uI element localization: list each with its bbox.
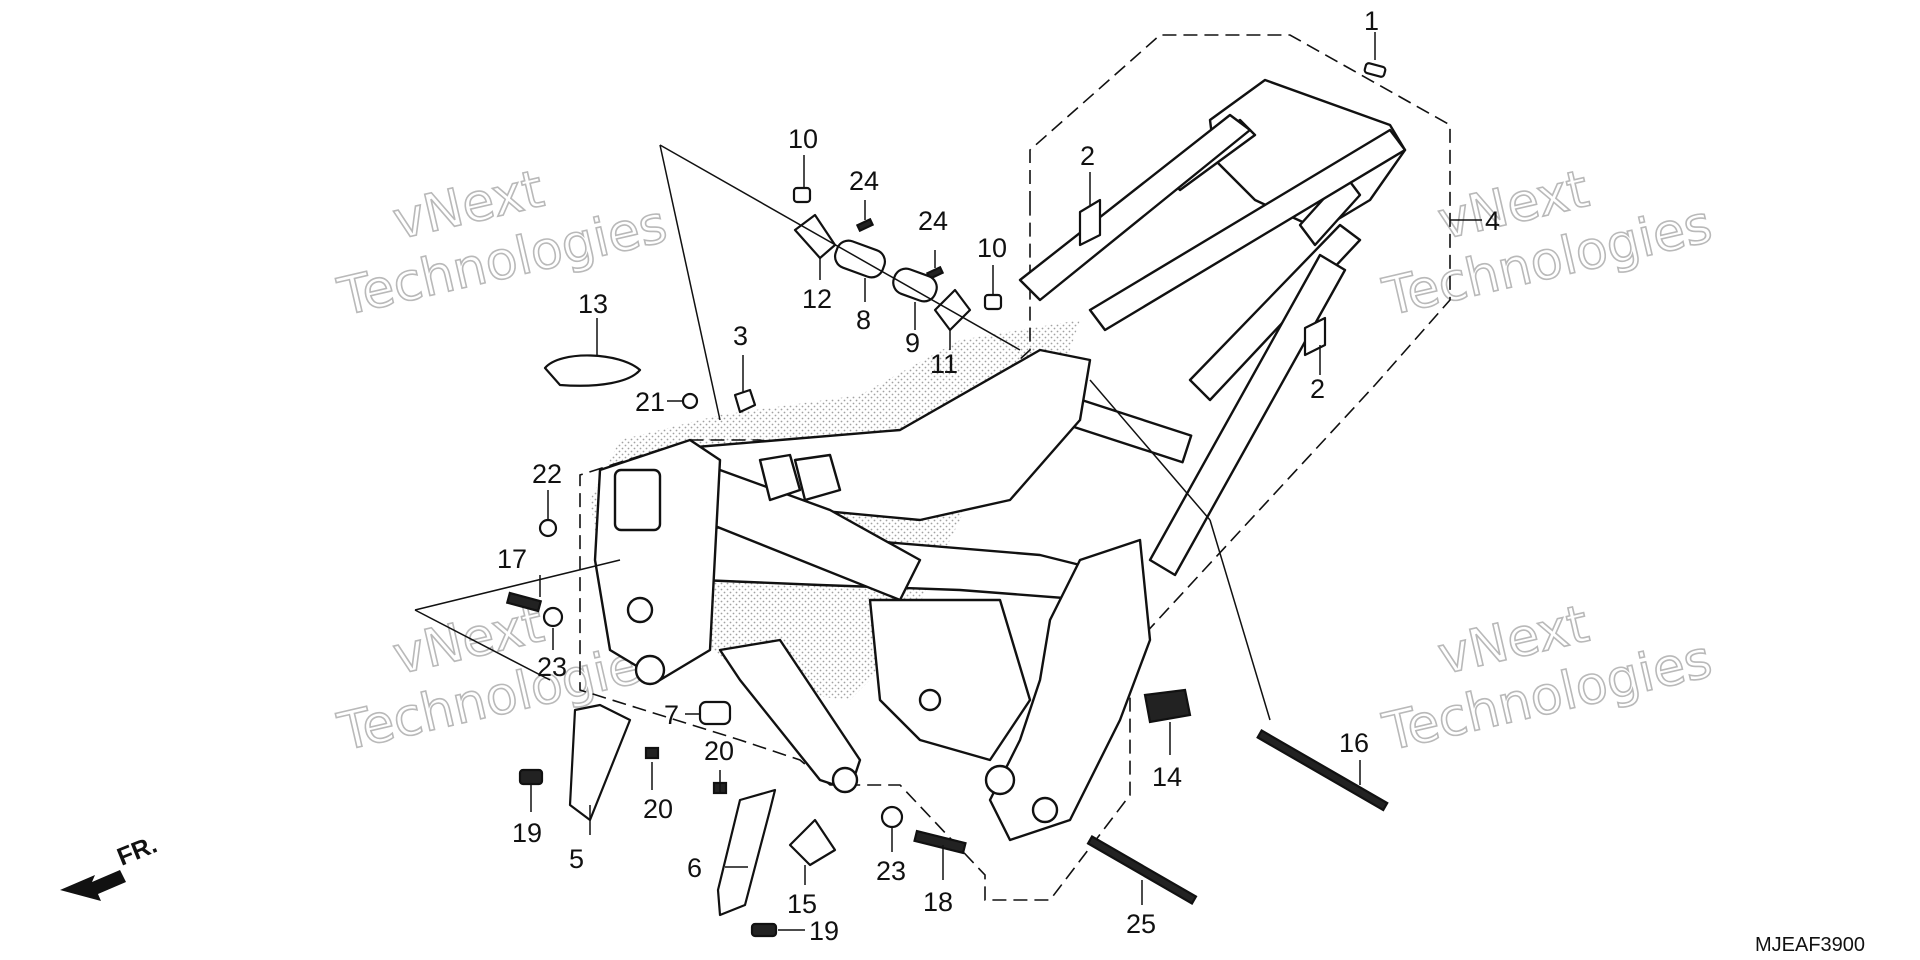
callout-17: 17 — [497, 544, 527, 574]
callout-23: 23 — [537, 652, 567, 682]
diagram-code: MJEAF3900 — [1755, 934, 1865, 956]
part-10-collar — [792, 186, 812, 204]
part-7-collar — [698, 700, 732, 726]
callout-11: 11 — [930, 349, 958, 379]
callout-5: 5 — [569, 844, 584, 874]
part-16-long-bolt — [1256, 729, 1389, 812]
part-12-bracket — [793, 213, 837, 260]
callout-4: 4 — [1485, 206, 1500, 236]
part-25-bolt — [1086, 835, 1198, 905]
part-11-bracket — [933, 288, 972, 332]
part-18-bolt — [913, 829, 967, 855]
callout-24: 24 — [849, 166, 879, 196]
callout-2: 2 — [1080, 141, 1095, 171]
callout-20: 20 — [643, 794, 673, 824]
main-frame — [593, 78, 1407, 842]
callout-23: 23 — [876, 856, 906, 886]
part-2-pad — [1078, 198, 1102, 247]
callout-10: 10 — [977, 233, 1007, 263]
callout-1: 1 — [1364, 6, 1379, 36]
part-13-cover — [543, 354, 642, 387]
callout-7: 7 — [664, 700, 679, 730]
part-5-bracket — [568, 703, 632, 822]
callout-9: 9 — [905, 328, 920, 358]
callout-2: 2 — [1310, 374, 1325, 404]
front-direction: FR. — [60, 830, 161, 901]
part-19-bolt — [518, 768, 544, 786]
callout-19: 19 — [512, 818, 542, 848]
callout-15: 15 — [787, 889, 817, 919]
part-9-spacer — [892, 267, 938, 303]
callout-3: 3 — [733, 321, 748, 351]
part-20-bolt — [644, 746, 660, 760]
arrow-left-icon — [60, 870, 126, 901]
leader-lines — [414, 32, 1482, 931]
part-21-nut — [681, 392, 699, 410]
callout-10: 10 — [788, 124, 818, 154]
callout-14: 14 — [1152, 762, 1182, 792]
callout-8: 8 — [856, 305, 871, 335]
callout-22: 22 — [532, 459, 562, 489]
callout-16: 16 — [1339, 728, 1369, 758]
callout-18: 18 — [923, 887, 953, 917]
callout-13: 13 — [578, 289, 608, 319]
part-3-clip — [733, 388, 757, 414]
assembly-boundary — [579, 34, 1451, 901]
part-14-cover — [1143, 688, 1192, 724]
direction-label: FR. — [113, 830, 161, 871]
part-1-plug — [1363, 62, 1387, 78]
part-24-bolt — [855, 217, 875, 233]
part-15-plate — [788, 818, 837, 867]
callout-12: 12 — [802, 284, 832, 314]
callout-19: 19 — [809, 916, 839, 946]
part-23-washer — [542, 606, 564, 628]
part-23-washer — [880, 805, 904, 829]
part-6-arm — [716, 788, 777, 917]
part-17-bolt — [505, 591, 543, 613]
callout-20: 20 — [704, 736, 734, 766]
part-10-collar — [983, 293, 1003, 311]
callout-labels: 1 2 2 3 4 5 6 7 8 9 10 10 11 12 13 14 15… — [497, 6, 1500, 946]
callout-25: 25 — [1126, 909, 1156, 939]
callout-21: 21 — [635, 387, 665, 417]
callout-6: 6 — [687, 853, 702, 883]
part-19-bolt — [750, 922, 778, 938]
part-22-nut — [538, 518, 558, 538]
callout-24: 24 — [918, 206, 948, 236]
